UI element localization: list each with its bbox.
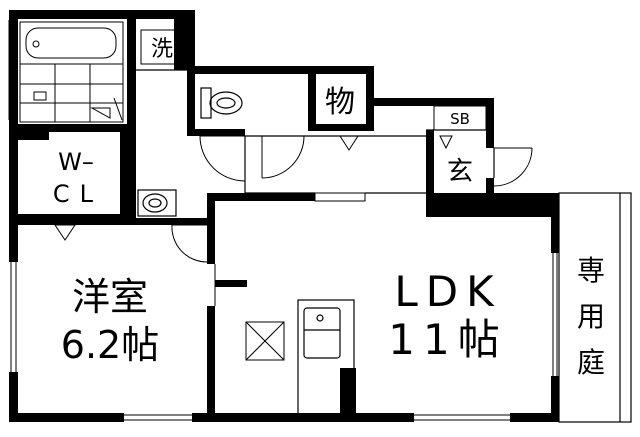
doors [171,135,533,306]
windows [8,20,559,422]
closet-label-line2: CL [53,180,103,208]
washing-machine-space: 洗 [140,29,184,65]
garden-label-char3: 庭 [577,346,605,379]
shoe-box [433,105,487,131]
refrigerator-space [245,321,285,361]
western-room-name: 洋室 [72,275,148,319]
shoe-box-label: SB [450,110,470,128]
wash-basin-icon [137,189,177,217]
garden-label-char2: 用 [577,300,605,333]
storage-label: 物 [325,85,355,120]
garden-label-char1: 専 [577,254,605,287]
kitchen-sink-icon [297,299,355,421]
washroom-label: 洗 [151,37,173,62]
entrance-label: 玄 [447,157,473,187]
walls [9,10,559,422]
closet-label-line1: W– [58,148,94,176]
ldk-size: 11帖 [388,315,507,364]
western-room-size: 6.2帖 [61,323,159,367]
ldk-name: LDK [394,267,501,316]
toilet-icon [200,87,243,119]
door-markers [54,107,453,241]
bathtub [19,21,124,123]
